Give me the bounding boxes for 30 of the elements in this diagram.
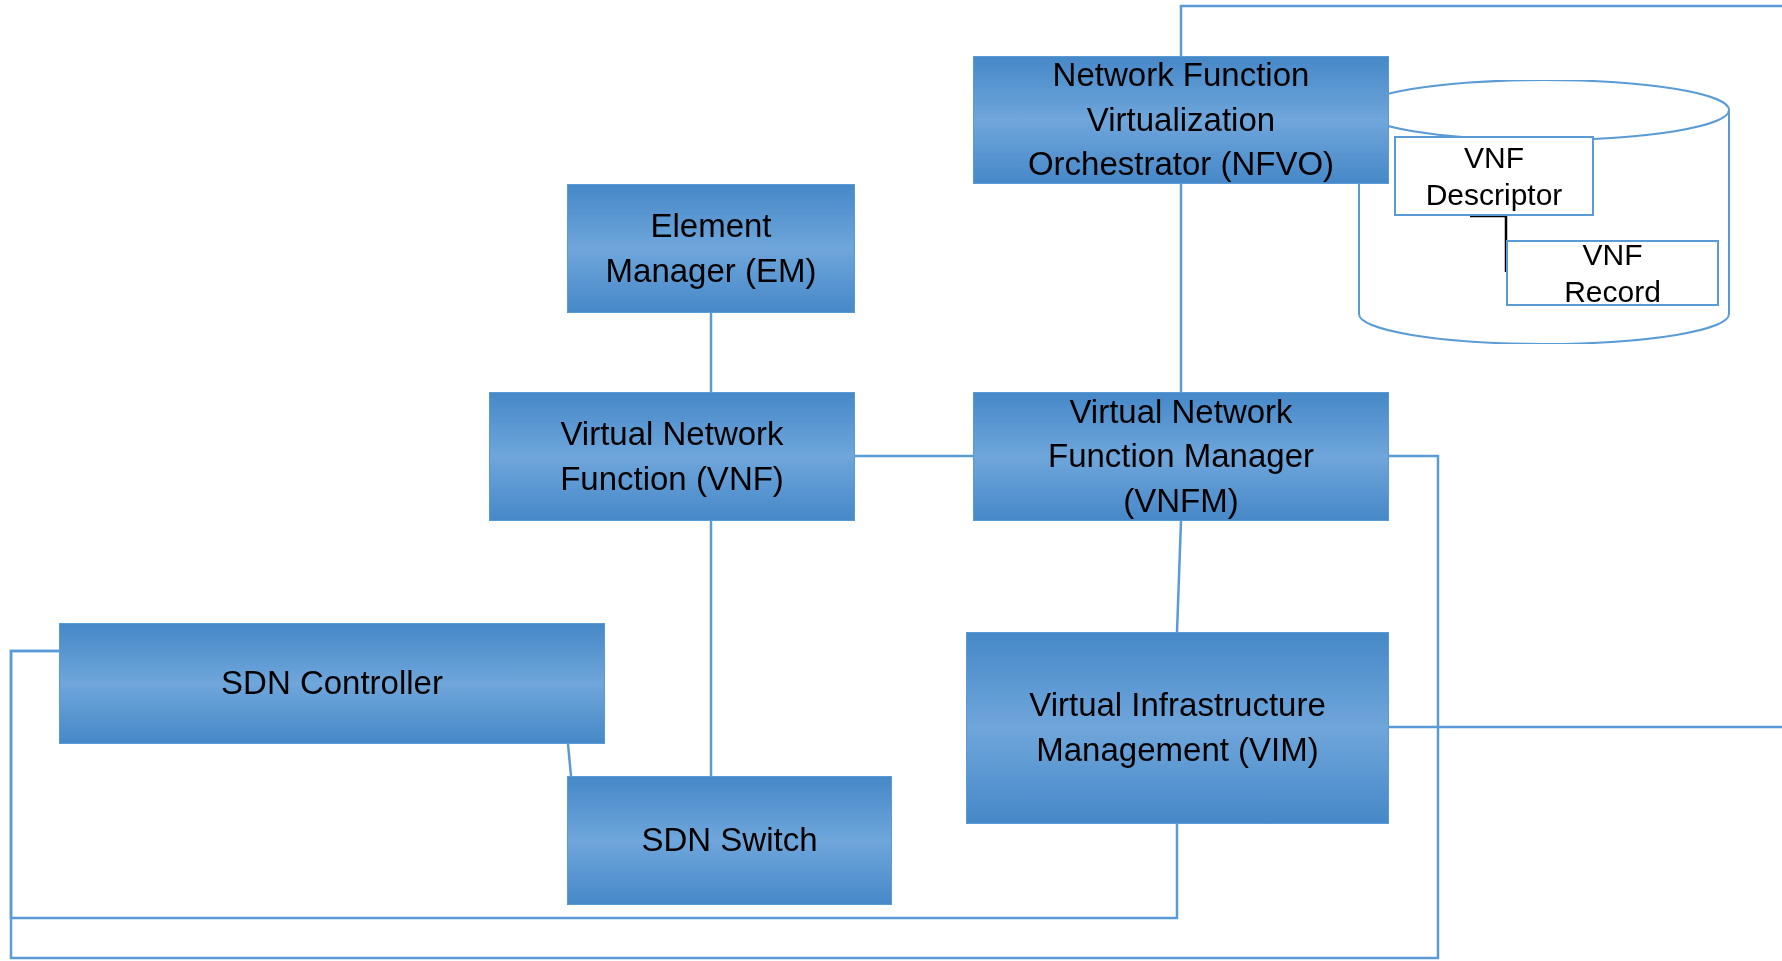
- process-box: [489, 392, 855, 521]
- connector-line: [1389, 725, 1782, 729]
- box-label: Element Manager (EM): [604, 205, 818, 291]
- connector-line: [1179, 184, 1183, 392]
- box-label: VNF Record: [1563, 236, 1662, 310]
- connector-line: [1179, 4, 1782, 56]
- process-box: [973, 56, 1389, 184]
- connector-line: [9, 649, 1179, 920]
- connector-line: [9, 454, 1440, 960]
- cylinder-shape: [1358, 80, 1730, 344]
- connector-line: [709, 521, 713, 776]
- box-label: Network Function Virtualization Orchestrator (NFVO): [1026, 55, 1336, 185]
- box-label: Virtual Network Function Manager (VNFM): [1047, 391, 1315, 521]
- connector-line: [855, 454, 973, 458]
- process-box: [973, 392, 1389, 521]
- connector-line: [566, 743, 573, 777]
- process-box: [567, 184, 855, 313]
- box-label: SDN Controller: [220, 663, 444, 704]
- connector-line: [709, 313, 713, 392]
- process-box: [1506, 240, 1719, 306]
- box-label: Virtual Infrastructure Management (VIM): [1028, 685, 1327, 770]
- box-label: SDN Switch: [640, 820, 819, 861]
- connector-line: [1175, 520, 1183, 633]
- process-box: [59, 623, 605, 744]
- box-label: Virtual Network Function (VNF): [559, 413, 785, 499]
- process-box: [966, 632, 1389, 824]
- connector-line: [1468, 214, 1508, 272]
- process-box: [567, 776, 892, 905]
- box-label: VNF Descriptor: [1424, 139, 1564, 213]
- process-box: [1394, 136, 1594, 216]
